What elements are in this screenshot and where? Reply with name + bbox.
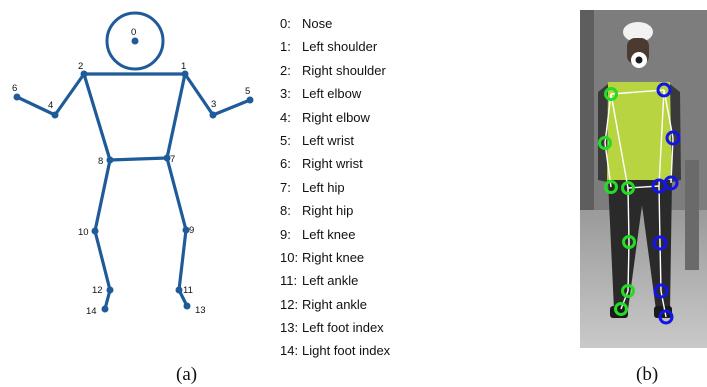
joint-index: 10: bbox=[280, 246, 302, 269]
joint-legend-item: 0:Nose bbox=[280, 12, 430, 35]
joint-10 bbox=[92, 228, 99, 235]
joint-name: Left hip bbox=[302, 180, 345, 195]
pose-bone bbox=[659, 186, 660, 243]
joint-index: 6: bbox=[280, 152, 302, 175]
joint-legend-item: 10:Right knee bbox=[280, 246, 430, 269]
joint-index: 5: bbox=[280, 129, 302, 152]
joint-name: Left knee bbox=[302, 227, 356, 242]
bone-right-shin bbox=[95, 231, 110, 290]
joint-label-3: 3 bbox=[211, 99, 216, 110]
joint-label-2: 2 bbox=[78, 61, 83, 72]
pose-photo bbox=[580, 10, 707, 348]
joint-legend-item: 2:Right shoulder bbox=[280, 59, 430, 82]
joint-index: 4: bbox=[280, 106, 302, 129]
joint-name: Right wrist bbox=[302, 156, 363, 171]
joint-name: Left wrist bbox=[302, 133, 354, 148]
bone-left-upper-arm bbox=[185, 74, 213, 115]
bone-left-thigh bbox=[167, 158, 186, 230]
joint-label-7: 7 bbox=[170, 154, 175, 165]
bone-left-torso bbox=[167, 74, 185, 158]
skeleton-head bbox=[107, 13, 163, 69]
joint-legend-item: 3:Left elbow bbox=[280, 82, 430, 105]
joint-index: 14: bbox=[280, 339, 302, 362]
joint-legend-item: 11:Left ankle bbox=[280, 269, 430, 292]
bone-right-upper-arm bbox=[55, 74, 84, 115]
joint-legend-item: 9:Left knee bbox=[280, 223, 430, 246]
joint-legend-item: 1:Left shoulder bbox=[280, 35, 430, 58]
bone-left-shin bbox=[179, 230, 186, 290]
joint-5 bbox=[247, 97, 254, 104]
caption-b: (b) bbox=[636, 364, 658, 386]
joint-name: Right knee bbox=[302, 250, 364, 265]
joint-label-13: 13 bbox=[195, 305, 206, 316]
joint-legend-item: 7:Left hip bbox=[280, 176, 430, 199]
joint-4 bbox=[52, 112, 59, 119]
joint-label-11: 11 bbox=[183, 285, 193, 296]
joint-label-12: 12 bbox=[92, 285, 103, 296]
joint-index: 3: bbox=[280, 82, 302, 105]
joint-index: 0: bbox=[280, 12, 302, 35]
joint-name: Light foot index bbox=[302, 343, 390, 358]
joint-legend-item: 8:Right hip bbox=[280, 199, 430, 222]
joint-label-5: 5 bbox=[245, 86, 250, 97]
joint-legend-item: 4:Right elbow bbox=[280, 106, 430, 129]
joint-index: 11: bbox=[280, 269, 302, 292]
bone-right-thigh bbox=[95, 160, 110, 231]
joint-legend-item: 13:Left foot index bbox=[280, 316, 430, 339]
joint-legend-item: 6:Right wrist bbox=[280, 152, 430, 175]
joint-name: Right ankle bbox=[302, 297, 367, 312]
pose-bone bbox=[628, 188, 629, 242]
joint-label-4: 4 bbox=[48, 100, 53, 111]
joint-name: Left elbow bbox=[302, 86, 361, 101]
bone-right-torso bbox=[84, 74, 110, 160]
pose-head-marker bbox=[631, 52, 647, 68]
joint-index: 8: bbox=[280, 199, 302, 222]
joint-index: 12: bbox=[280, 293, 302, 316]
joint-name: Right hip bbox=[302, 203, 353, 218]
joint-label-14: 14 bbox=[86, 306, 97, 317]
pose-bone bbox=[628, 242, 629, 291]
joint-index: 7: bbox=[280, 176, 302, 199]
joint-name: Right shoulder bbox=[302, 63, 386, 78]
joint-name: Left ankle bbox=[302, 273, 358, 288]
bone-left-forearm bbox=[213, 100, 250, 115]
joint-6 bbox=[14, 94, 21, 101]
joint-14 bbox=[102, 306, 109, 313]
joint-label-6: 6 bbox=[12, 83, 17, 94]
joint-name: Right elbow bbox=[302, 110, 370, 125]
bone-hips bbox=[110, 158, 167, 160]
joint-13 bbox=[184, 303, 191, 310]
joint-legend-list: 0:Nose 1:Left shoulder 2:Right shoulder … bbox=[280, 12, 430, 363]
joint-index: 2: bbox=[280, 59, 302, 82]
joint-12 bbox=[107, 287, 114, 294]
joint-label-9: 9 bbox=[189, 225, 194, 236]
joint-legend-item: 5:Left wrist bbox=[280, 129, 430, 152]
caption-a: (a) bbox=[176, 364, 197, 386]
joint-11 bbox=[176, 287, 183, 294]
joint-3 bbox=[210, 112, 217, 119]
joint-name: Nose bbox=[302, 16, 332, 31]
skeleton-diagram: 0 1 2 3 4 5 6 7 8 9 10 11 12 13 14 bbox=[0, 0, 270, 330]
joint-index: 9: bbox=[280, 223, 302, 246]
joint-label-10: 10 bbox=[78, 227, 89, 238]
joint-name: Left shoulder bbox=[302, 39, 377, 54]
joint-label-0: 0 bbox=[131, 27, 136, 38]
skeleton-joint-labels: 0 1 2 3 4 5 6 7 8 9 10 11 12 13 14 bbox=[12, 27, 250, 317]
joint-label-8: 8 bbox=[98, 156, 103, 167]
joint-legend-item: 12:Right ankle bbox=[280, 293, 430, 316]
joint-label-1: 1 bbox=[181, 61, 186, 72]
joint-index: 13: bbox=[280, 316, 302, 339]
joint-index: 1: bbox=[280, 35, 302, 58]
joint-8 bbox=[107, 157, 114, 164]
joint-legend-item: 14:Light foot index bbox=[280, 339, 430, 362]
joint-name: Left foot index bbox=[302, 320, 384, 335]
